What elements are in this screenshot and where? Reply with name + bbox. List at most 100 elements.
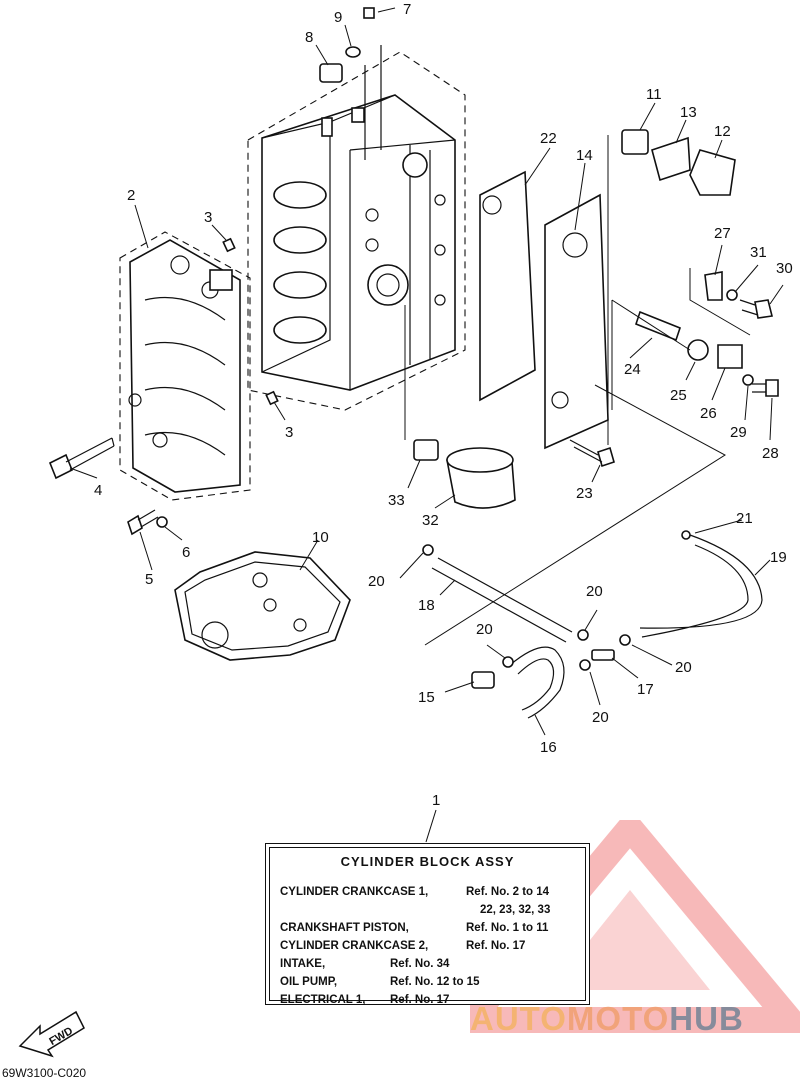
legend-row-name: CRANKSHAFT PISTON, bbox=[280, 922, 409, 934]
legend-row: ELECTRICAL 1, Ref. No. 17 bbox=[280, 991, 575, 1009]
hose-19 bbox=[639, 534, 763, 638]
group-line bbox=[424, 384, 726, 646]
clamp-20a bbox=[422, 544, 434, 556]
legend-box: CYLINDER BLOCK ASSY CYLINDER CRANKCASE 1… bbox=[265, 843, 590, 1006]
legend-row-name: INTAKE, bbox=[280, 958, 326, 970]
callout-20e: 20 bbox=[592, 709, 609, 726]
clamp-20c bbox=[502, 656, 514, 668]
callout-29: 29 bbox=[730, 424, 747, 441]
legend-row-name bbox=[280, 901, 480, 919]
washer-31 bbox=[726, 289, 738, 301]
legend-row: CRANKSHAFT PISTON, Ref. No. 1 to 11 bbox=[280, 919, 575, 937]
callout-18: 18 bbox=[418, 597, 435, 614]
sensor-27 bbox=[704, 271, 723, 301]
legend-row-ref: Ref. No. 2 to 14 bbox=[466, 886, 550, 898]
callout-24: 24 bbox=[624, 361, 641, 378]
washer-29 bbox=[742, 374, 754, 386]
fitting-33 bbox=[404, 305, 439, 461]
callout-7: 7 bbox=[403, 1, 411, 18]
callout-23: 23 bbox=[576, 485, 593, 502]
joint-15 bbox=[471, 671, 495, 689]
callout-1: 1 bbox=[432, 792, 440, 809]
gasket-10 bbox=[174, 551, 351, 661]
legend-row: OIL PUMP, Ref. No. 12 to 15 bbox=[280, 973, 575, 991]
hose-16 bbox=[509, 646, 565, 719]
legend-row: INTAKE, Ref. No. 34 bbox=[280, 955, 575, 973]
bolt-28 bbox=[752, 379, 779, 397]
gasket-13 bbox=[651, 136, 691, 182]
callout-31: 31 bbox=[750, 244, 767, 261]
clip-21 bbox=[681, 530, 691, 540]
callout-17: 17 bbox=[637, 681, 654, 698]
legend-row-name: CYLINDER CRANKCASE 1, bbox=[280, 886, 429, 898]
callout-14: 14 bbox=[576, 147, 593, 164]
washer-6 bbox=[156, 516, 168, 528]
callout-6: 6 bbox=[182, 544, 190, 561]
gasket-9 bbox=[345, 46, 361, 58]
hose-18 bbox=[431, 557, 573, 643]
bolt-4 bbox=[48, 437, 115, 480]
callout-21: 21 bbox=[736, 510, 753, 527]
legend-row-ref: Ref. No. 1 to 11 bbox=[466, 922, 549, 934]
callout-32: 32 bbox=[422, 512, 439, 529]
legend-row-ref: Ref. No. 17 bbox=[466, 940, 526, 952]
legend-row: CYLINDER CRANKCASE 2, Ref. No. 17 bbox=[280, 937, 575, 955]
callout-3b: 3 bbox=[285, 424, 293, 441]
legend-row-ref: Ref. No. 17 bbox=[390, 994, 450, 1006]
spacer-24 bbox=[635, 310, 681, 342]
thermostat-11 bbox=[621, 129, 649, 155]
callout-27: 27 bbox=[714, 225, 731, 242]
watermark-text: AUTOMOTOHUB bbox=[470, 1000, 744, 1038]
oil-filter-32 bbox=[446, 447, 516, 509]
callout-20c: 20 bbox=[476, 621, 493, 638]
watermark-text-part: AUTO bbox=[470, 1000, 567, 1037]
legend-row: CYLINDER CRANKCASE 1, Ref. No. 2 to 14 bbox=[280, 883, 575, 901]
callout-5: 5 bbox=[145, 571, 153, 588]
crankcase bbox=[119, 231, 251, 501]
callout-28: 28 bbox=[762, 445, 779, 462]
legend-title: CYLINDER BLOCK ASSY bbox=[340, 854, 515, 869]
callout-33: 33 bbox=[388, 492, 405, 509]
callout-2: 2 bbox=[127, 187, 135, 204]
plug-8 bbox=[319, 63, 343, 83]
joint-17 bbox=[591, 649, 615, 661]
callout-20a: 20 bbox=[368, 573, 385, 590]
callout-16: 16 bbox=[540, 739, 557, 756]
grommet-25 bbox=[687, 339, 709, 361]
bolt-30 bbox=[739, 299, 773, 319]
clamp-20b bbox=[577, 629, 589, 641]
watermark-text-part: MOTO bbox=[566, 1000, 670, 1037]
callout-13: 13 bbox=[680, 104, 697, 121]
callout-12: 12 bbox=[714, 123, 731, 140]
callout-19: 19 bbox=[770, 549, 787, 566]
cover-12 bbox=[689, 149, 736, 196]
callout-11: 11 bbox=[646, 86, 662, 103]
legend-row: 22, 23, 32, 33 bbox=[280, 901, 575, 919]
legend-row-name: ELECTRICAL 1, bbox=[280, 994, 366, 1006]
leader-lines bbox=[69, 7, 784, 843]
diagram-code: 69W3100-C020 bbox=[2, 1066, 87, 1080]
bolt-23 bbox=[569, 439, 615, 468]
fwd-arrow-icon: FWD bbox=[18, 1010, 85, 1058]
exhaust-cover-14 bbox=[544, 135, 609, 450]
callout-10: 10 bbox=[312, 529, 329, 546]
legend-row-ref: Ref. No. 34 bbox=[390, 958, 450, 970]
legend-row-ref: Ref. No. 12 to 15 bbox=[390, 976, 480, 988]
legend-row-ref: 22, 23, 32, 33 bbox=[480, 904, 551, 916]
callout-20d: 20 bbox=[675, 659, 692, 676]
watermark-text-part: HUB bbox=[669, 1000, 744, 1037]
sensor-26 bbox=[717, 344, 743, 369]
callout-3a: 3 bbox=[204, 209, 212, 226]
plug-7 bbox=[363, 7, 375, 19]
cylinder-block bbox=[247, 45, 466, 411]
gasket-22 bbox=[479, 170, 536, 402]
callout-30: 30 bbox=[776, 260, 793, 277]
dowel-pin-3b bbox=[265, 390, 279, 406]
callout-4: 4 bbox=[94, 482, 102, 499]
callout-9: 9 bbox=[334, 9, 342, 26]
clamp-20d bbox=[619, 634, 631, 646]
dowel-pin-3a bbox=[222, 237, 236, 253]
callout-26: 26 bbox=[700, 405, 717, 422]
bolt-5 bbox=[127, 509, 159, 536]
